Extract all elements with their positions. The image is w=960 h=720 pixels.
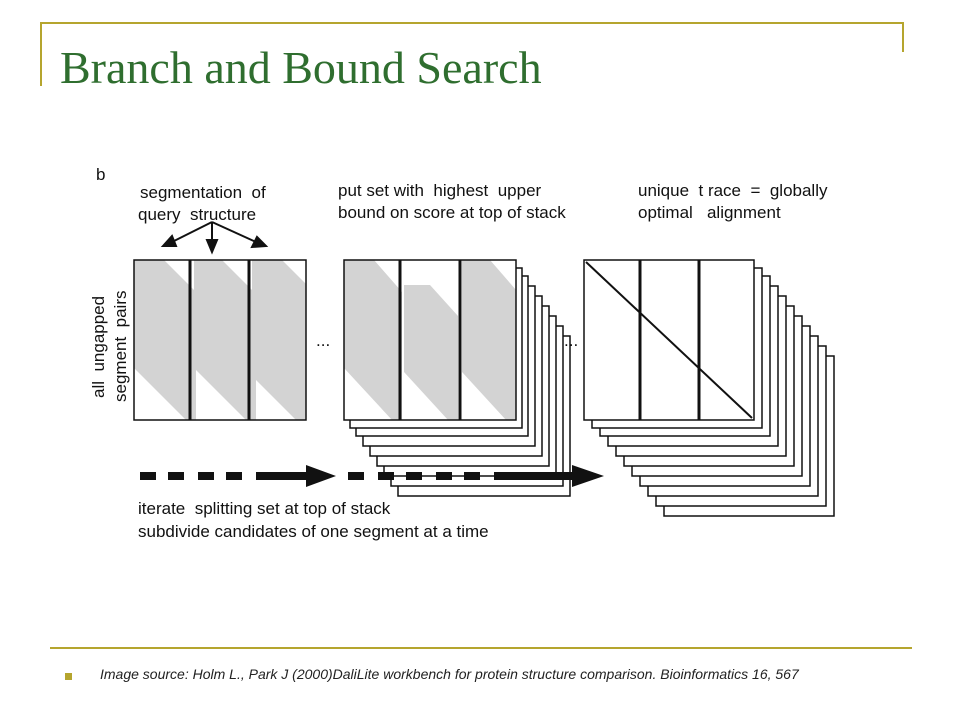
- frame-top-line: [40, 22, 904, 24]
- stack-label-line1: put set with highest upper: [338, 181, 542, 200]
- vertical-label-line2: segment pairs: [111, 291, 130, 403]
- iterate-label-line2: subdivide candidates of one segment at a…: [138, 522, 489, 541]
- trace-label-line1: unique t race = globally: [638, 181, 828, 200]
- ellipsis-2: ...: [564, 331, 578, 350]
- frame-left-line: [40, 22, 42, 86]
- segmentation-label-line1: segmentation of: [140, 183, 266, 202]
- stack-label-line2: bound on score at top of stack: [338, 203, 566, 222]
- query-segments-panel: [133, 259, 307, 421]
- trace-label-line2: optimal alignment: [638, 203, 781, 222]
- ellipsis-1: ...: [316, 331, 330, 350]
- segmentation-label-line2: query structure: [138, 205, 256, 224]
- panel-letter: b: [96, 165, 105, 184]
- iterate-label-line1: iterate splitting set at top of stack: [138, 499, 391, 518]
- slide-title: Branch and Bound Search: [60, 42, 542, 93]
- iteration-arrow: [140, 465, 604, 487]
- frame-bottom-line: [50, 647, 912, 649]
- optimal-alignment-trace: [583, 259, 755, 421]
- bullet-marker: [65, 673, 72, 680]
- frame-right-line: [902, 22, 904, 52]
- image-source-caption: Image source: Holm L., Park J (2000)Dali…: [100, 666, 799, 682]
- segmentation-arrows: [160, 221, 269, 255]
- stack-top-candidate: [343, 259, 517, 421]
- vertical-label-line1: all ungapped: [89, 296, 108, 398]
